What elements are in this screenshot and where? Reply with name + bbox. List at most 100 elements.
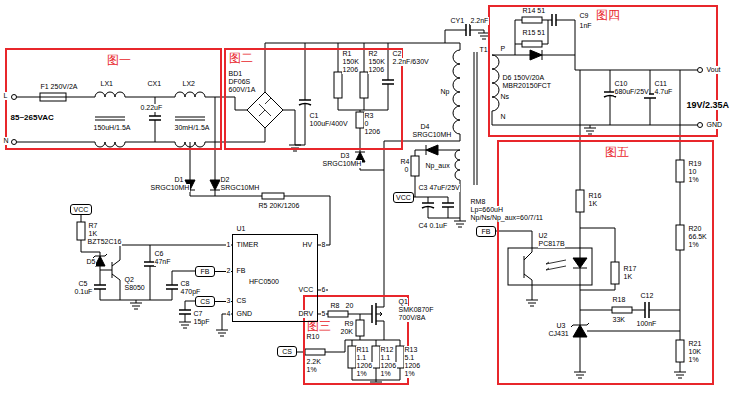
- component-label: SMK0870F: [398, 306, 434, 314]
- component-label: 20K: [340, 328, 353, 336]
- component-label: C1: [309, 112, 319, 120]
- component-label: 19V/2.35A: [686, 100, 730, 110]
- component-label: R7: [88, 222, 98, 230]
- component-label: P: [500, 45, 506, 53]
- component-label: DRV: [298, 310, 314, 318]
- component-label: 10: [688, 168, 697, 176]
- region-title: 图二: [229, 52, 253, 64]
- net-tag: CS: [277, 346, 297, 357]
- component-label: 1.1: [380, 354, 391, 362]
- component-label: BD1: [228, 70, 243, 78]
- component-label: 150uH/1.5A: [93, 124, 131, 132]
- component-label: GND: [706, 121, 723, 129]
- component-label: 6: [321, 286, 326, 294]
- component-label: VCC: [298, 286, 314, 294]
- component-label: SRGC10MH: [322, 160, 362, 168]
- component-label: 150K: [368, 58, 385, 66]
- net-tag: FB: [195, 266, 215, 277]
- component-label: 1206: [368, 66, 385, 74]
- net-tag: FB: [476, 226, 496, 237]
- component-label: 1206: [342, 66, 359, 74]
- component-label: 1206: [380, 362, 397, 370]
- net-name: FB: [201, 268, 210, 276]
- component-label: C10: [614, 80, 628, 88]
- component-label: 1%: [404, 370, 415, 378]
- component-label: R13: [404, 346, 418, 354]
- component-label: Vout: [706, 66, 721, 74]
- net-tag: VCC: [393, 192, 414, 203]
- component-label: 30mH/1.5A: [174, 124, 210, 132]
- component-label: SRGC10MH: [220, 184, 260, 192]
- component-label: 1206: [404, 362, 421, 370]
- region-title: 图五: [605, 146, 629, 158]
- component-label: 1206: [356, 362, 373, 370]
- component-label: U2: [538, 232, 548, 240]
- region-title: 图四: [596, 9, 620, 21]
- component-label: D3: [340, 152, 350, 160]
- component-label: R14 51: [522, 7, 546, 15]
- component-label: C7: [193, 310, 203, 318]
- component-label: F1 250V/2A: [40, 83, 78, 91]
- component-label: T1: [479, 46, 488, 54]
- component-label: R3: [364, 112, 374, 120]
- component-label: PC817B: [538, 240, 565, 248]
- component-label: 85~265VAC: [10, 113, 54, 122]
- component-label: 1%: [688, 176, 699, 184]
- component-label: C12: [640, 292, 654, 300]
- component-label: CY1: [450, 17, 465, 25]
- component-label: 700V/8A: [398, 314, 426, 322]
- component-label: 1: [226, 241, 231, 249]
- component-label: R18: [612, 296, 626, 304]
- component-label: C3 47uF/25V: [418, 184, 460, 192]
- component-label: 20: [345, 302, 354, 310]
- component-label: CS: [236, 297, 247, 305]
- component-label: 0.22uF: [140, 104, 163, 112]
- component-label: SRGC10MH: [412, 131, 452, 139]
- component-label: R5 20K/1206: [258, 202, 300, 210]
- component-label: BZT52C16: [87, 238, 122, 246]
- net-name: CS: [200, 298, 210, 306]
- component-label: 1K: [88, 230, 98, 238]
- component-label: R9: [344, 320, 354, 328]
- component-label: 1%: [306, 366, 317, 374]
- component-label: C11: [654, 80, 667, 88]
- component-label: N: [500, 113, 506, 121]
- component-label: 2.2nF: [470, 17, 489, 25]
- component-label: 10K: [688, 348, 701, 356]
- component-label: 0.1uF: [74, 288, 93, 296]
- component-label: DF06S: [228, 78, 251, 86]
- component-label: R4: [400, 158, 410, 166]
- net-name: VCC: [74, 206, 89, 214]
- component-label: 1%: [688, 356, 699, 364]
- component-label: 33K: [612, 316, 625, 324]
- component-label: N: [3, 137, 9, 145]
- component-label: 2.2nF/630V: [392, 58, 429, 66]
- component-label: C5: [78, 280, 88, 288]
- component-label: R1: [342, 50, 352, 58]
- component-label: CX1: [147, 80, 162, 88]
- component-label: R21: [688, 340, 702, 348]
- component-label: R17: [623, 265, 637, 273]
- component-label: LX2: [182, 80, 195, 88]
- component-label: 1206: [364, 128, 381, 136]
- component-label: TIMER: [236, 241, 259, 249]
- component-label: 3: [226, 297, 231, 305]
- component-label: C4 0.1uF: [418, 222, 448, 230]
- net-tag: VCC: [70, 204, 92, 215]
- component-label: 8: [321, 241, 326, 249]
- component-label: 470pF: [180, 288, 201, 296]
- component-label: 15pF: [193, 318, 210, 326]
- component-label: 1K: [623, 273, 633, 281]
- component-label: Np: [440, 88, 450, 96]
- component-label: MBR20150FCT: [502, 82, 552, 90]
- component-label: U1: [236, 225, 246, 233]
- component-label: 150K: [342, 58, 359, 66]
- component-label: 5.1: [404, 354, 415, 362]
- component-label: C8: [180, 280, 190, 288]
- component-label: Np_aux: [425, 162, 450, 170]
- region-title: 图一: [107, 54, 131, 66]
- component-label: L: [3, 92, 8, 100]
- component-label: 100uF/400V: [309, 120, 348, 128]
- component-label: R11: [356, 346, 369, 354]
